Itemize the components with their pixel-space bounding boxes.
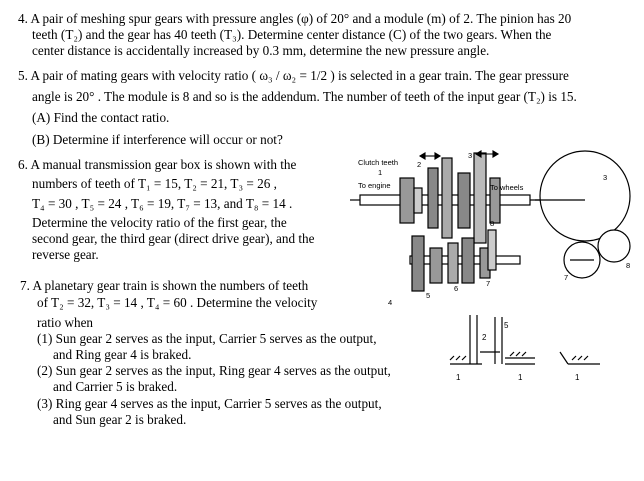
problem-6-line-5: second gear, the third gear (direct driv… <box>32 231 315 246</box>
problem-4-line-3: center distance is accidentally increase… <box>32 43 490 58</box>
label-clutch-teeth: Clutch teeth <box>358 158 398 167</box>
problem-7-item-3b: and Sun gear 2 is braked. <box>53 412 187 427</box>
problem-7-item-1a: (1) Sun gear 2 serves as the input, Carr… <box>37 331 377 346</box>
problem-7-item-1b: and Ring gear 4 is braked. <box>53 347 192 362</box>
label-ground-1a: 1 <box>456 373 461 382</box>
problem-5-line-2: angle is 20° . The module is 8 and so is… <box>32 89 577 104</box>
label-gear-2: 2 <box>417 160 421 169</box>
label-ground-1b: 1 <box>518 373 523 382</box>
problem-7-line-2: of T₂ = 32, T₃ = 14 , T₄ = 60 . Determin… <box>37 295 318 310</box>
problem-7-item-2b: and Carrier 5 is braked. <box>53 379 178 394</box>
gearbox-diagram: Clutch teeth 1 To engine To wheels 2 3 4… <box>350 150 631 307</box>
problem-7-item-3a: (3) Ring gear 4 serves as the input, Car… <box>37 396 382 411</box>
label-ground-1c: 1 <box>575 373 580 382</box>
planetary-diagram: 2 5 1 1 1 <box>449 315 600 382</box>
problem-6-line-4: Determine the velocity ratio of the firs… <box>32 215 287 230</box>
problem-5-line-1: 5. A pair of mating gears with velocity … <box>18 68 569 83</box>
problem-6-line-2: numbers of teeth of T₁ = 15, T₂ = 21, T₃… <box>32 176 277 191</box>
label-to-engine: To engine <box>358 181 391 190</box>
label-circle-8: 8 <box>626 261 630 270</box>
problem-6-line-1: 6. A manual transmission gear box is sho… <box>18 157 297 172</box>
problem-5-part-a: (A) Find the contact ratio. <box>32 110 170 125</box>
label-to-wheels: To wheels <box>490 183 524 192</box>
label-gear-4: 4 <box>388 298 392 307</box>
label-gear-1: 1 <box>378 168 382 177</box>
label-gear-3: 3 <box>468 151 472 160</box>
problem-4-line-2: teeth (T₂) and the gear has 40 teeth (T₃… <box>32 27 552 42</box>
problem-5-part-b: (B) Determine if interference will occur… <box>32 132 283 147</box>
problem-7-line-1: 7. A planetary gear train is shown the n… <box>20 278 309 293</box>
problem-7-line-3: ratio when <box>37 315 94 330</box>
label-gear-6: 6 <box>454 284 458 293</box>
label-circle-7: 7 <box>564 273 568 282</box>
problem-7-item-2a: (2) Sun gear 2 serves as the input, Ring… <box>37 363 391 378</box>
problem-4-line-1: 4. A pair of meshing spur gears with pre… <box>18 11 572 26</box>
label-sun-2: 2 <box>482 333 487 342</box>
label-gear-5: 5 <box>426 291 430 300</box>
label-carrier-5: 5 <box>504 321 509 330</box>
problem-6-line-6: reverse gear. <box>32 247 99 262</box>
label-gear-8: 8 <box>490 219 494 228</box>
problem-6-line-3: T₄ = 30 , T₅ = 24 , T₆ = 19, T₇ = 13, an… <box>32 196 293 211</box>
label-gear-7: 7 <box>486 279 490 288</box>
label-circle-3: 3 <box>603 173 607 182</box>
